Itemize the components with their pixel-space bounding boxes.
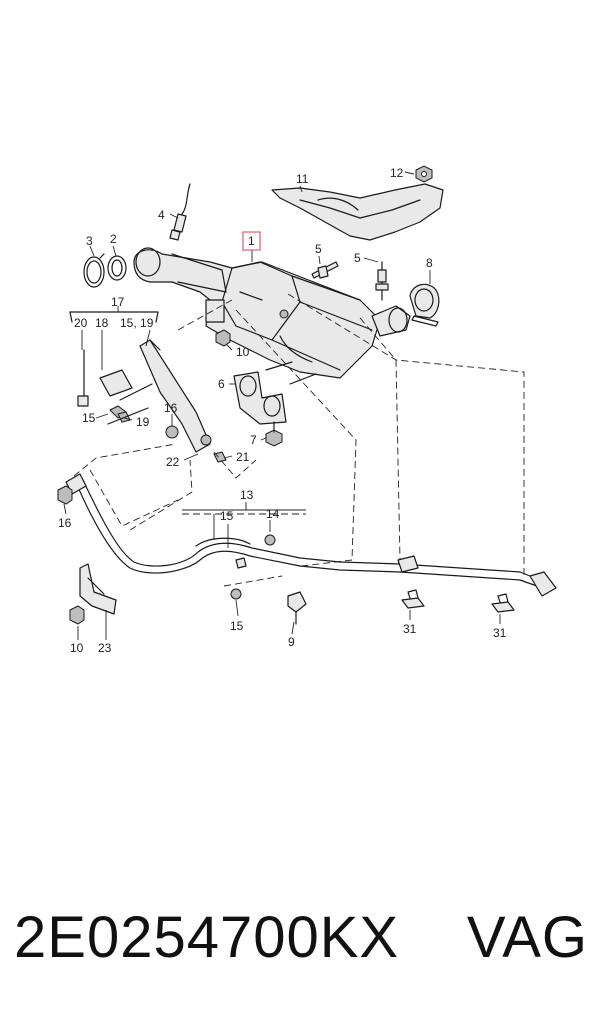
callout-19: 19	[136, 415, 150, 429]
callout-2: 2	[110, 232, 117, 246]
callout-15c: 15	[230, 619, 244, 633]
nut-12	[415, 165, 433, 183]
lambda-probe	[169, 183, 191, 241]
nut-10a	[215, 329, 231, 347]
callout-6: 6	[218, 377, 225, 391]
heat-shield	[271, 183, 444, 241]
caption: 2E0254700KX VAG	[0, 898, 600, 978]
callout-12: 12	[390, 166, 404, 180]
callout-10a: 10	[236, 345, 250, 359]
callout-21: 21	[236, 450, 250, 464]
mounting-bracket-6	[233, 361, 317, 425]
callout-22: 22	[166, 455, 180, 469]
bracket-assembly-17	[69, 311, 227, 463]
callout-16b: 16	[58, 516, 72, 530]
part-1-highlight	[242, 231, 261, 251]
rubber-mount-31b	[491, 593, 515, 613]
callout-8: 8	[426, 256, 433, 270]
clamp-8	[409, 283, 440, 327]
nut-16b	[57, 485, 73, 505]
callout-13: 13	[240, 488, 254, 502]
callout-18: 18	[95, 316, 109, 330]
temperature-sensor-5b	[375, 261, 389, 301]
exhaust-parts-diagram: 1 2 3 4 5 5 6 7 8 9 10 10 11 12 13 14 15…	[57, 165, 557, 655]
callout-16a: 16	[164, 401, 178, 415]
callout-14: 14	[266, 507, 280, 521]
particulate-filter-1	[133, 247, 381, 379]
callout-31b: 31	[493, 626, 507, 640]
rubber-mount-31a	[401, 589, 425, 609]
callout-9: 9	[288, 635, 295, 649]
callout-labels: 1 2 3 4 5 5 6 7 8 9 10 10 11 12 13 14 15…	[58, 166, 507, 655]
nut-10b	[69, 605, 85, 625]
callout-5b: 5	[354, 251, 361, 265]
callout-31a: 31	[403, 622, 417, 636]
gasket-2	[107, 255, 127, 281]
callout-3: 3	[86, 234, 93, 248]
brand-label: VAG	[466, 905, 588, 970]
callout-7: 7	[250, 433, 257, 447]
outlet-flange	[371, 305, 411, 337]
callout-11: 11	[296, 172, 309, 186]
callout-1: 1	[248, 234, 255, 248]
bracket-23	[79, 563, 117, 615]
leader-lines	[63, 171, 501, 640]
callout-4: 4	[158, 208, 165, 222]
clip-9	[287, 591, 307, 625]
temperature-sensor-5a	[311, 261, 339, 279]
callout-5a: 5	[315, 242, 322, 256]
callout-10b: 10	[70, 641, 84, 655]
callout-15a: 15	[82, 411, 96, 425]
callout-15b: 15	[220, 509, 234, 523]
clamp-3	[83, 253, 105, 288]
part-number: 2E0254700KX	[14, 905, 400, 970]
dashed-reference-lines	[73, 293, 525, 587]
callout-20: 20	[74, 316, 88, 330]
callout-15-19: 15, 19	[120, 316, 154, 330]
callout-17: 17	[111, 295, 125, 309]
nut-7	[265, 421, 283, 447]
callout-23: 23	[98, 641, 112, 655]
exhaust-pipe-13	[65, 473, 557, 600]
